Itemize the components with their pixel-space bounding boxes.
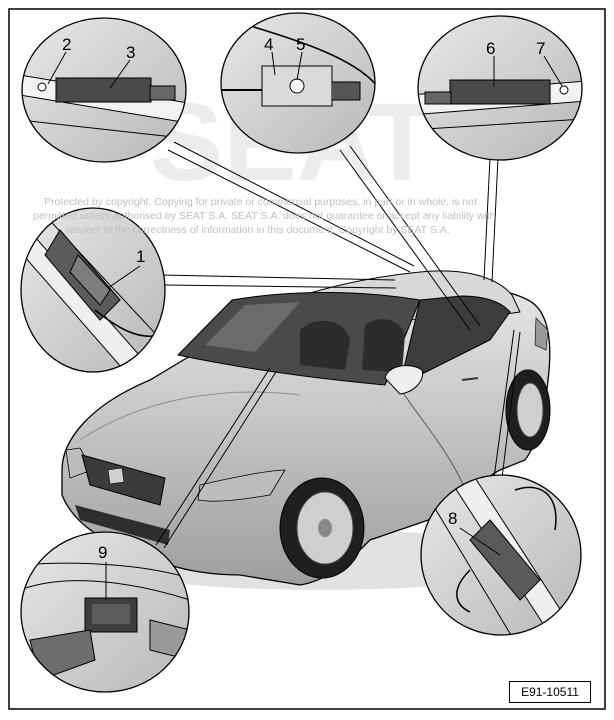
headlight-right [197,469,286,502]
callout-5: 5 [296,35,305,54]
rear-light [534,317,549,351]
detail-view-6-7: 6 7 [417,15,583,161]
interior-seat-rear [362,319,405,372]
hood-crease [79,391,301,441]
windscreen-reflection [205,302,300,352]
callout-9: 9 [98,543,107,562]
detail-view-8: 8 [420,474,582,636]
callout-7: 7 [536,39,545,58]
figure-id-label: E91-10511 [509,681,591,703]
callout-1: 1 [136,247,145,266]
leader-lines [155,141,521,549]
callout-8: 8 [448,509,457,528]
detail-view-1: 1 [20,207,166,373]
rear-wheel [505,369,551,451]
copyright-line-2: permitted unless authorised by SEAT S.A.… [33,210,496,222]
detail-view-2-3: 2 3 [21,17,187,163]
callout-3: 3 [126,43,135,62]
detail-view-4-5: 4 5 [220,12,376,154]
side-mirror [384,365,424,395]
copyright-line-1: Protected by copyright. Copying for priv… [44,196,477,208]
callout-2: 2 [62,35,71,54]
copyright-watermark: Protected by copyright. Copying for priv… [33,196,496,236]
seat-badge [107,467,125,485]
interior-seat [300,320,350,370]
callout-6: 6 [486,39,495,58]
callout-4: 4 [264,35,273,54]
front-wheel [279,477,365,579]
copyright-line-3: respect to the correctness of informatio… [66,224,450,236]
door-handle [461,377,479,381]
side-window [399,295,511,386]
lower-intake [75,505,170,545]
